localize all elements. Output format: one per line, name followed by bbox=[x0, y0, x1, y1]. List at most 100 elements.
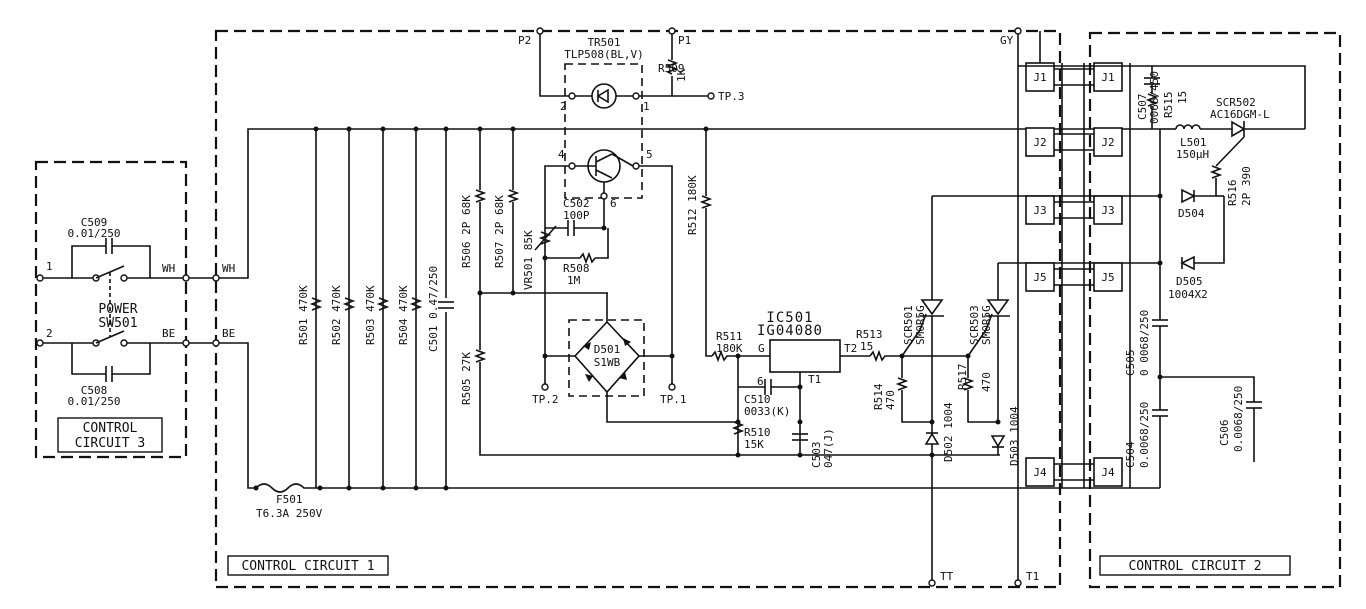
svg-text:R503 470K: R503 470K bbox=[364, 285, 377, 345]
svg-text:S1WB: S1WB bbox=[594, 356, 621, 369]
svg-text:TR501: TR501 bbox=[587, 36, 620, 49]
connector-right-j3: J3 bbox=[1093, 195, 1123, 225]
svg-text:C506: C506 bbox=[1218, 420, 1231, 447]
svg-text:J3: J3 bbox=[1101, 204, 1114, 217]
connector-right-j1: J1 bbox=[1093, 62, 1123, 92]
svg-text:1K: 1K bbox=[675, 68, 688, 82]
svg-text:1: 1 bbox=[46, 260, 53, 273]
connector-left-j4: J4 bbox=[1025, 457, 1055, 487]
svg-text:R517: R517 bbox=[956, 364, 969, 391]
svg-text:R512 180K: R512 180K bbox=[686, 175, 699, 235]
svg-text:GY: GY bbox=[1000, 34, 1014, 47]
control-circuit-2-parts: C507 0068/450 R515 15 L501 150μH SCR502 … bbox=[1124, 66, 1305, 488]
svg-text:180K: 180K bbox=[716, 342, 743, 355]
control-circuit-3-frame bbox=[34, 160, 188, 459]
control-circuit-1-frame bbox=[214, 29, 1062, 589]
optocoupler-tr501: P2 P1 TR501 TLP508(BL,V) TP.3 R509 1K 2 … bbox=[518, 27, 745, 384]
svg-text:0.01/250: 0.01/250 bbox=[68, 227, 121, 240]
svg-text:R505 27K: R505 27K bbox=[460, 352, 473, 405]
svg-text:D502 1004: D502 1004 bbox=[942, 402, 955, 462]
svg-text:J4: J4 bbox=[1033, 466, 1047, 479]
ic501: R511 180K IC501 IG04080 G T2 T1 6 C510 0… bbox=[711, 310, 870, 468]
svg-text:SM0R5G: SM0R5G bbox=[980, 305, 993, 345]
control-circuit-1-title: CONTROL CIRCUIT 1 bbox=[227, 555, 389, 576]
svg-text:R502 470K: R502 470K bbox=[330, 285, 343, 345]
svg-text:0068/450: 0068/450 bbox=[1148, 71, 1161, 124]
svg-text:BE: BE bbox=[222, 327, 235, 340]
svg-text:1M: 1M bbox=[567, 274, 581, 287]
svg-text:R515: R515 bbox=[1162, 92, 1175, 119]
svg-text:SCR503: SCR503 bbox=[968, 305, 981, 345]
svg-text:R507 2P 68K: R507 2P 68K bbox=[493, 195, 506, 268]
svg-text:AC16DGM-L: AC16DGM-L bbox=[1210, 108, 1270, 121]
svg-text:6: 6 bbox=[610, 197, 617, 210]
svg-text:2P 390: 2P 390 bbox=[1240, 166, 1253, 206]
svg-text:POWER: POWER bbox=[98, 302, 137, 317]
svg-text:F501: F501 bbox=[276, 493, 303, 506]
svg-text:C509: C509 bbox=[81, 216, 108, 229]
trigger-stage: R513 15 SCR501 SM0R5G SCR503 SM0R5G R514… bbox=[856, 195, 1160, 587]
svg-text:BE: BE bbox=[162, 327, 175, 340]
bleeder-resistors: R501 470K R502 470K R503 470K R504 470K … bbox=[297, 126, 454, 491]
svg-text:D504: D504 bbox=[1178, 207, 1205, 220]
svg-text:TP.3: TP.3 bbox=[718, 90, 745, 103]
connectors: GY T1 J1 J2 J3 J5 J4 J1 J2 bbox=[1000, 27, 1306, 587]
svg-text:SCR501: SCR501 bbox=[902, 305, 915, 345]
svg-text:T6.3A 250V: T6.3A 250V bbox=[256, 507, 323, 520]
power-switch-sw501: 1 2 POWER SW501 C509 0.01/250 C508 0.01/… bbox=[36, 216, 186, 408]
control-circuit-2-frame bbox=[1088, 31, 1342, 589]
svg-text:D505: D505 bbox=[1176, 275, 1203, 288]
connector-left-j1: J1 bbox=[1025, 62, 1055, 92]
svg-text:R513: R513 bbox=[856, 328, 883, 341]
svg-text:WH: WH bbox=[222, 262, 235, 275]
svg-text:D501: D501 bbox=[594, 343, 621, 356]
svg-text:WH: WH bbox=[162, 262, 175, 275]
svg-text:J5: J5 bbox=[1101, 271, 1114, 284]
connector-left-j2: J2 bbox=[1025, 127, 1055, 157]
svg-text:CIRCUIT 3: CIRCUIT 3 bbox=[75, 436, 145, 451]
svg-text:R511: R511 bbox=[716, 330, 743, 343]
svg-text:15K: 15K bbox=[744, 438, 764, 451]
svg-text:J3: J3 bbox=[1033, 204, 1046, 217]
connector-right-j5: J5 bbox=[1093, 262, 1123, 292]
connector-left-j5: J5 bbox=[1025, 262, 1055, 292]
control-circuit-2-title: CONTROL CIRCUIT 2 bbox=[1099, 555, 1291, 576]
svg-text:IG04080: IG04080 bbox=[757, 323, 823, 339]
svg-text:R501 470K: R501 470K bbox=[297, 285, 310, 345]
svg-text:R516: R516 bbox=[1226, 180, 1239, 207]
svg-text:15: 15 bbox=[860, 340, 873, 353]
svg-text:T1: T1 bbox=[808, 373, 821, 386]
connector-right-j2: J2 bbox=[1093, 127, 1123, 157]
svg-text:VR501 85K: VR501 85K bbox=[522, 230, 535, 290]
svg-text:C510: C510 bbox=[744, 393, 771, 406]
svg-text:2: 2 bbox=[46, 327, 53, 340]
svg-text:J1: J1 bbox=[1101, 71, 1114, 84]
svg-text:R510: R510 bbox=[744, 426, 771, 439]
svg-text:0.0068/250: 0.0068/250 bbox=[1138, 402, 1151, 468]
svg-text:470: 470 bbox=[980, 372, 993, 392]
svg-text:6: 6 bbox=[757, 375, 764, 388]
svg-text:J4: J4 bbox=[1101, 466, 1115, 479]
svg-text:150μH: 150μH bbox=[1176, 148, 1209, 161]
connector-right-j4: J4 bbox=[1093, 457, 1123, 487]
bridge-rectifier-d501: D501 S1WB TP.2 TP.1 bbox=[532, 293, 738, 423]
svg-text:CONTROL: CONTROL bbox=[83, 421, 138, 436]
svg-text:100P: 100P bbox=[563, 209, 590, 222]
svg-text:C508: C508 bbox=[81, 384, 108, 397]
resistor-r505: R505 27K bbox=[460, 293, 1000, 456]
svg-text:TP.2: TP.2 bbox=[532, 393, 559, 406]
svg-text:SCR502: SCR502 bbox=[1216, 96, 1256, 109]
svg-text:TT: TT bbox=[940, 570, 954, 583]
svg-text:0.0068/250: 0.0068/250 bbox=[1232, 386, 1245, 452]
svg-text:C505: C505 bbox=[1124, 350, 1137, 377]
svg-text:C504: C504 bbox=[1124, 441, 1137, 468]
svg-text:1: 1 bbox=[643, 100, 650, 113]
svg-text:2: 2 bbox=[560, 100, 567, 113]
svg-text:G: G bbox=[758, 342, 765, 355]
svg-text:CONTROL CIRCUIT 2: CONTROL CIRCUIT 2 bbox=[1128, 559, 1261, 574]
svg-text:0 0068/250: 0 0068/250 bbox=[1138, 310, 1151, 376]
resistor-r512: R512 180K bbox=[686, 126, 713, 357]
svg-text:C502: C502 bbox=[563, 197, 590, 210]
svg-text:R508: R508 bbox=[563, 262, 590, 275]
